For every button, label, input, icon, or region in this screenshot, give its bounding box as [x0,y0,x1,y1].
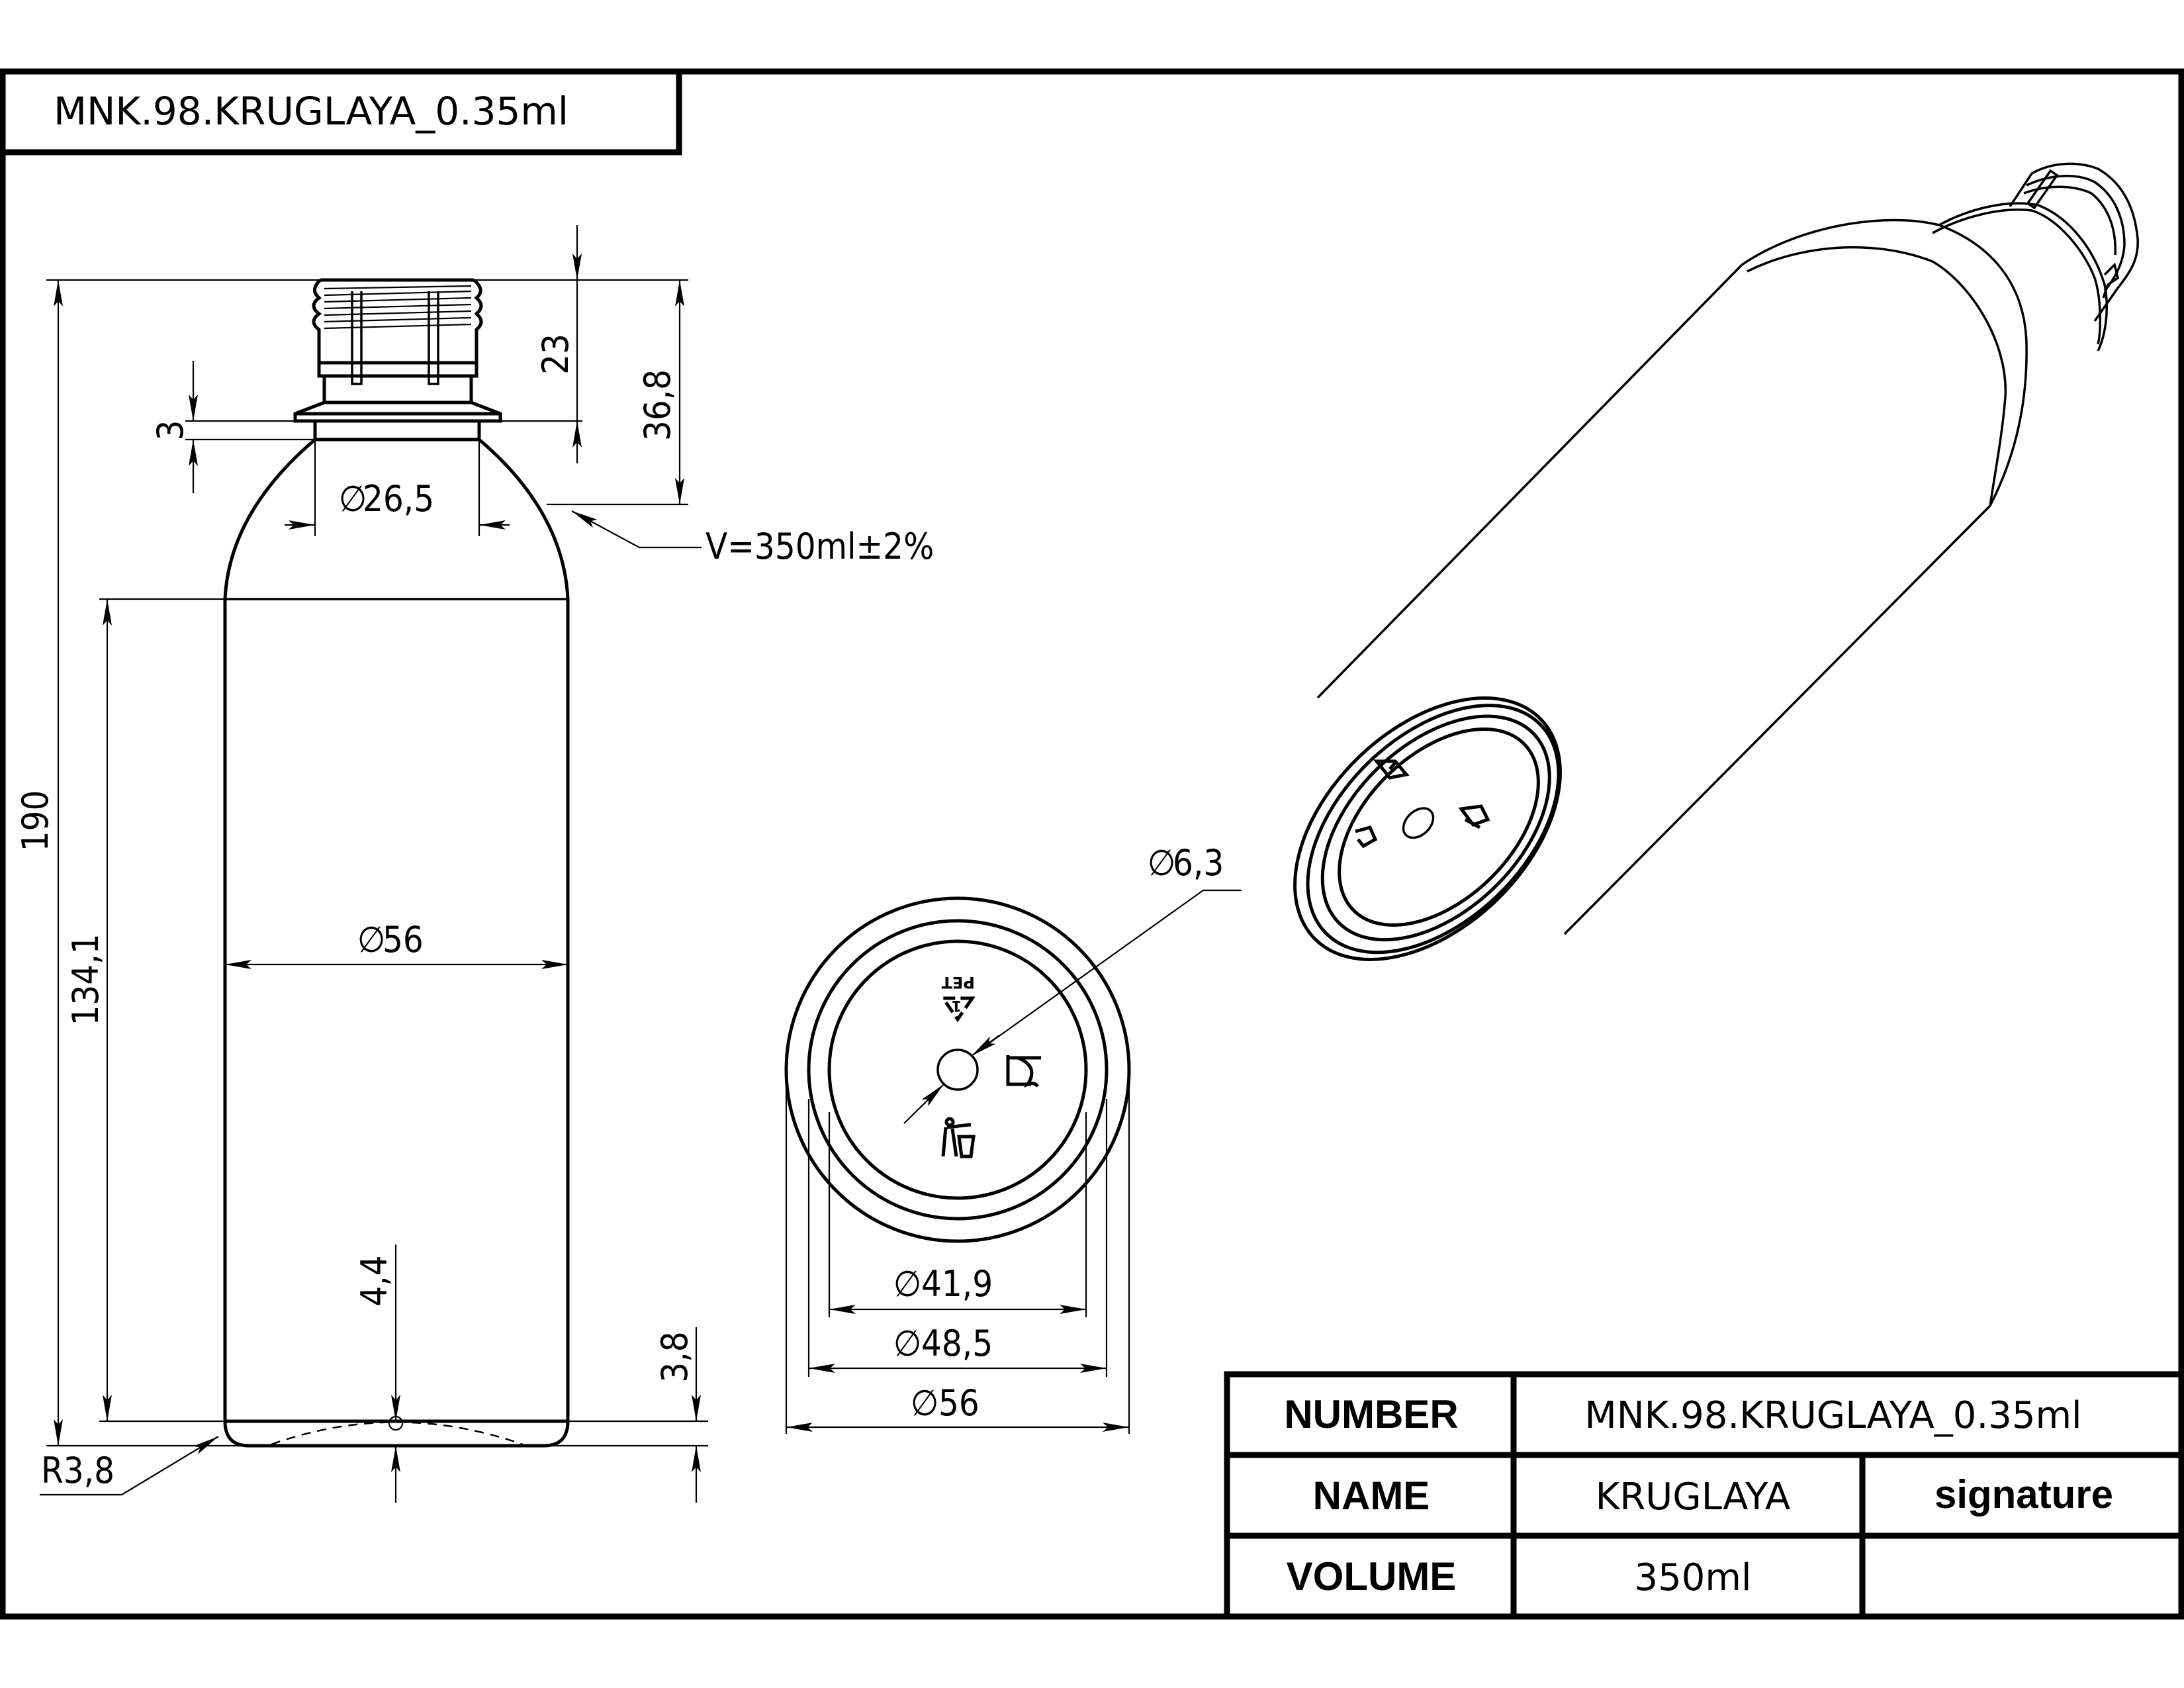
iso-finish [2009,162,2139,322]
bottom-view: 1 PET ∅ 6,3 ∅ 4 [784,842,1242,1434]
iso-recycle-icon [1355,825,1378,849]
volume-note: V=350ml±2% [705,526,934,567]
title-box: MNK.98.KRUGLAYA_0.35ml [0,68,682,156]
dim-41-9-value: 41,9 [921,1263,993,1305]
dim-23: 23 [535,334,576,375]
dim-56-value: 56 [383,919,424,961]
isometric-view [1293,162,2139,961]
bottom-middle-circle [807,919,1109,1221]
dim-3-8: 3,8 [654,1331,696,1382]
title-table: NUMBER MNK.98.KRUGLAYA_0.35ml NAME KRUGL… [1224,1371,2184,1620]
iso-neck [1932,209,2101,345]
table-row: NAME KRUGLAYA signature [1313,1472,2113,1519]
iso-mark-icon [1458,804,1490,829]
neck-finish [293,278,502,442]
iso-neck-2 [1938,202,2109,352]
extension-lines [46,279,708,1447]
dim-48-5-value: 48,5 [921,1323,993,1364]
iso-base-middle [1320,714,1551,942]
iso-shoulder-inner [1747,246,2007,506]
table-row: VOLUME 350ml [1287,1554,1752,1599]
drawing-frame [0,68,2184,1620]
pet-code: 1 [952,997,962,1013]
dim-134-1: 134,1 [65,933,107,1025]
iso-thread-end [2102,262,2119,299]
center-hole [936,1049,979,1091]
dim-6-3-leader [974,890,1204,1055]
iso-tidy-man-icon [1373,759,1410,780]
iso-thread-lug [2026,169,2059,210]
dim-56-bottom: ∅ 56 [911,1382,979,1424]
dim-6-3-value: 6,3 [1173,842,1224,884]
dim-26-5-value: 26,5 [363,478,434,520]
dim-6-3-arrow-out [903,1084,944,1124]
radius-leader [40,1436,219,1496]
iso-center-hole [1402,807,1435,839]
volume-leader [571,510,702,549]
dim-4-4: 4,4 [353,1255,395,1306]
iso-finish-3 [2023,185,2116,256]
diameter-symbol: ∅ [911,1382,938,1424]
table-row: NUMBER MNK.98.KRUGLAYA_0.35ml [1284,1392,2081,1437]
row-label-name: NAME [1313,1474,1430,1518]
row-label-number: NUMBER [1284,1392,1458,1436]
iso-finish-2 [2026,175,2126,293]
dim-3: 3 [150,420,191,441]
iso-base-outer [1293,696,1562,961]
row-value-number: MNK.98.KRUGLAYA_0.35ml [1584,1394,2081,1437]
dim-48-5: ∅ 48,5 [893,1323,993,1364]
dim-56-bottom-value: 56 [938,1382,979,1424]
bottom-extension-lines [785,1070,1130,1434]
bottom-inner-circle [827,939,1088,1200]
tidy-man-icon [941,1117,976,1158]
title-box-label: MNK.98.KRUGLAYA_0.35ml [54,89,569,134]
push-up-dashed [271,1421,523,1446]
iso-shoulder-outer [1741,218,2028,506]
side-view: 190 134,1 3 23 36,8 ∅ 26,5 V=350ml±2% ∅ … [15,225,934,1503]
row-value-volume: 350ml [1635,1556,1752,1599]
dim-41-9: ∅ 41,9 [893,1263,993,1305]
dim-r3-8: R3,8 [41,1450,114,1491]
dim-6-3-arrow-in [971,1035,1000,1056]
diameter-symbol: ∅ [893,1323,921,1364]
manufacturer-mark-icon [1006,1055,1041,1088]
pet-label: PET [941,973,975,992]
pet-recycling-1-icon: 1 PET [940,973,976,1023]
iso-base-rim [1306,704,1561,955]
row-value-name: KRUGLAYA [1596,1476,1791,1519]
diameter-symbol: ∅ [1148,842,1175,884]
diameter-symbol: ∅ [893,1263,921,1305]
diameter-symbol: ∅ [357,919,385,961]
dim-36-8: 36,8 [637,369,678,441]
dim-190: 190 [15,790,56,852]
bottom-outer-circle [784,896,1131,1243]
dim-56: ∅ 56 [357,919,424,961]
dim-26-5: ∅ 26,5 [339,478,434,520]
diameter-symbol: ∅ [339,478,367,520]
signature-label: signature [1934,1472,2113,1517]
dim-6-3: ∅ 6,3 [1148,842,1224,884]
row-label-volume: VOLUME [1287,1554,1457,1599]
